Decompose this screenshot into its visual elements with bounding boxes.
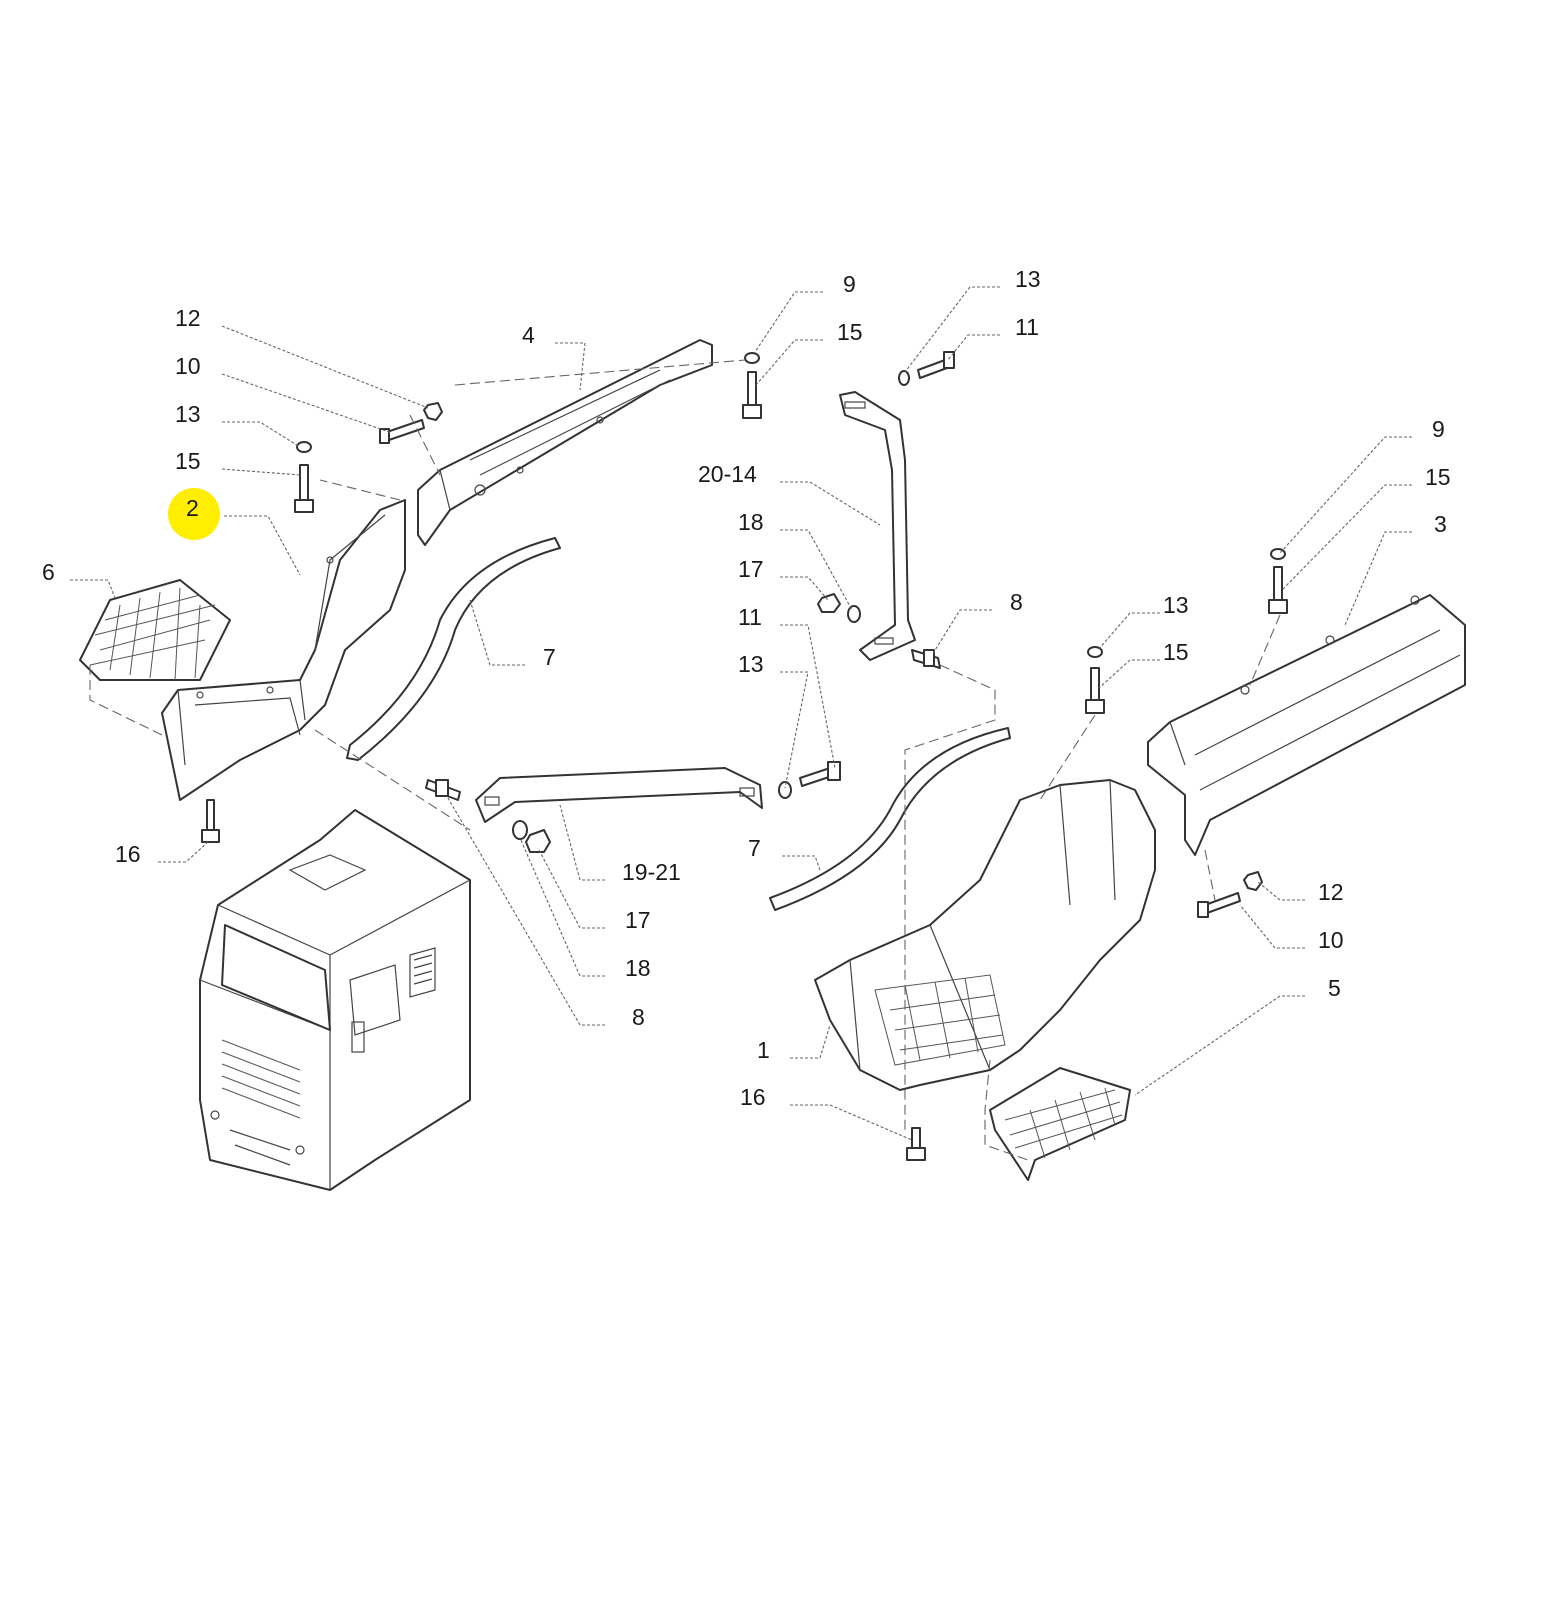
- callout-18: 18: [625, 955, 651, 981]
- left-step-housing: [161, 499, 406, 801]
- callout-15: 15: [175, 448, 201, 474]
- fastener-bolt: [1197, 892, 1241, 918]
- fastener-washer: [512, 820, 528, 840]
- fastener-washer: [296, 441, 312, 453]
- callout-13: 13: [175, 401, 201, 427]
- callout-17: 17: [625, 907, 651, 933]
- truck-cab-illustration: [199, 809, 471, 1191]
- fastener-bolt: [294, 464, 314, 513]
- fastener-stud: [911, 649, 941, 669]
- callout-8: 8: [1010, 589, 1023, 615]
- fastener-nut: [525, 829, 551, 853]
- curved-seal-right: [769, 727, 1011, 911]
- callout-13: 13: [1163, 592, 1189, 618]
- callout-6: 6: [42, 559, 55, 585]
- callout-20-14: 20-14: [698, 461, 757, 487]
- callout-7: 7: [543, 644, 556, 670]
- fastener-bolt: [379, 419, 425, 444]
- callout-9: 9: [1432, 416, 1445, 442]
- callout-19-21: 19-21: [622, 859, 681, 885]
- callout-3: 3: [1434, 511, 1447, 537]
- fastener-washer: [898, 370, 910, 386]
- callout-8: 8: [632, 1004, 645, 1030]
- callout-11: 11: [1015, 314, 1039, 340]
- selected-callout-highlight: [168, 488, 220, 540]
- fastener-bolt: [1085, 667, 1105, 714]
- callout-10: 10: [1318, 927, 1344, 953]
- right-step-housing: [814, 779, 1156, 1091]
- callout-16: 16: [115, 841, 141, 867]
- fastener-bolt: [742, 371, 762, 419]
- callout-4: 4: [522, 322, 535, 348]
- fastener-bolt: [906, 1127, 926, 1161]
- right-step-grate: [989, 1067, 1131, 1181]
- right-upper-bracket: [1147, 594, 1466, 856]
- fastener-stud: [425, 779, 461, 801]
- fastener-nut: [817, 593, 841, 613]
- callout-16: 16: [740, 1084, 766, 1110]
- callout-7: 7: [748, 835, 761, 861]
- callout-12: 12: [175, 305, 201, 331]
- fastener-bolt: [201, 799, 220, 843]
- callout-11: 11: [738, 604, 762, 630]
- fastener-nut: [423, 402, 443, 421]
- callout-18: 18: [738, 509, 764, 535]
- assembly-lines: [89, 359, 1281, 1161]
- callout-13: 13: [1015, 266, 1041, 292]
- fastener-nut: [1243, 871, 1263, 891]
- upper-support-bracket: [417, 339, 713, 546]
- callout-15: 15: [1163, 639, 1189, 665]
- leader-lines: [70, 286, 1412, 1141]
- callout-5: 5: [1328, 975, 1341, 1001]
- lower-bracket: [475, 767, 763, 823]
- vertical-bracket: [839, 391, 916, 661]
- fastener-washer: [847, 605, 861, 623]
- callout-2-selected[interactable]: 2: [186, 495, 199, 521]
- callout-1: 1: [757, 1037, 770, 1063]
- fastener-washer: [1270, 548, 1286, 560]
- fastener-washer: [744, 352, 760, 364]
- callout-17: 17: [738, 556, 764, 582]
- curved-seal-left: [346, 537, 561, 761]
- fastener-bolt: [917, 351, 955, 379]
- callout-12: 12: [1318, 879, 1344, 905]
- callout-9: 9: [843, 271, 856, 297]
- callout-10: 10: [175, 353, 201, 379]
- fastener-bolt: [1268, 566, 1288, 614]
- fastener-washer: [778, 781, 792, 799]
- callout-15: 15: [1425, 464, 1451, 490]
- left-step-grate: [79, 579, 231, 681]
- callout-15: 15: [837, 319, 863, 345]
- fastener-washer: [1087, 646, 1103, 658]
- callout-13: 13: [738, 651, 764, 677]
